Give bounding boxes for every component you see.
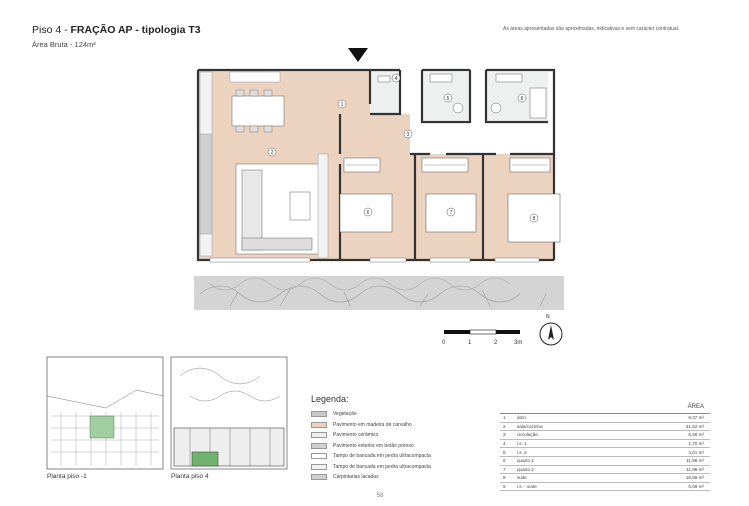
room-number-8: 8 [533,216,536,222]
kitchen-counter [199,71,281,257]
legend-swatch [311,421,327,428]
legend-swatch [311,453,327,459]
key-plan-right-caption: Planta piso 4 [171,473,209,480]
legend-title: Legenda: [311,394,349,404]
area-table-header: ÁREA [500,404,710,414]
key-plan-left-caption: Planta piso -1 [47,473,87,480]
room-number-2: 2 [271,150,274,156]
north-label: N [546,314,550,320]
table-row: 2 sala/cozinha 41,52 m² [500,423,710,432]
legend-item: Carpintarias lacadas [311,473,379,481]
scale-tick-2: 2 [494,340,498,346]
legend-item: Pavimento cerâmico [311,431,378,439]
bathroom-fixtures [377,73,547,119]
beds [339,193,561,243]
legend-label: Vegetação [333,411,357,417]
table-row: 3 circulação 6,48 m² [500,431,710,440]
area-cell-area: 1,70 m² [688,441,704,447]
table-row: 1 átrio 8,37 m² [500,414,710,423]
area-cell-name: i.s. 2 [517,449,527,455]
area-cell-name: circulação [517,432,538,438]
area-cell-n: 6 [503,458,506,464]
walls [196,68,556,262]
area-cell-area: 4,01 m² [688,449,704,455]
scale-tick-0: 0 [442,340,446,346]
legend-swatch [311,463,327,470]
area-cell-area: 41,52 m² [685,423,704,429]
wardrobes [343,157,551,173]
area-cell-name: suite [517,475,527,481]
vegetation-band [194,276,564,310]
floor-plan: 1 2 3 4 5 6 7 8 9 [194,48,564,310]
windows [209,257,540,263]
room-number-1: 1 [341,102,344,108]
area-cell-n: 7 [503,466,506,472]
legend-swatch [311,474,327,480]
area-cell-area: 6,09 m² [688,484,704,490]
key-plan-level-minus-1 [46,356,164,470]
area-cell-n: 9 [503,484,506,490]
disclaimer-note: As áreas apresentadas são aproximadas, i… [503,26,680,32]
table-row: 7 quarto 2 11,96 m² [500,466,710,475]
area-cell-n: 3 [503,432,506,438]
scale-bar [444,329,520,335]
scale-tick-3m: 3m [514,340,523,346]
area-cell-n: 1 [503,415,506,421]
area-cell-n: 2 [503,423,506,429]
table-row: 9 i.s. - suite 6,09 m² [500,483,710,492]
area-cell-area: 11,96 m² [686,466,704,472]
legend-label: Tampo de bancada em pedra ultracompacta [333,453,431,459]
area-cell-n: 8 [503,475,506,481]
legend-swatch [311,442,327,449]
area-table: ÁREA 1 átrio 8,37 m² 2 sala/cozinha 41,52 m² 3… [500,404,710,492]
area-cell-name: i.s. - suite [517,484,537,490]
legend-label: Pavimento exterior em betão poroso [333,442,414,449]
legend-swatch [311,432,327,438]
living-furniture [235,153,329,259]
area-cell-name: quarto 2 [517,466,534,472]
page-number: 58 [376,493,384,499]
legend-item: Tampo de bancada em pedra ultracompacta [311,452,431,460]
area-cell-n: 4 [503,441,506,447]
scale-tick-1: 1 [468,340,472,346]
table-row: 5 i.s. 2 4,01 m² [500,448,710,457]
table-row: 4 i.s. 1 1,70 m² [500,440,710,449]
legend-item: Pavimento exterior em betão poroso [311,442,414,450]
dining-table [231,89,285,133]
legend-label: Tampo de bancada em pedra ultracompacta [333,463,431,470]
room-number-5: 5 [447,96,450,102]
area-cell-name: átrio [517,415,526,421]
room-number-3: 3 [407,132,410,138]
legend-item: Pavimento em madeira de carvalho [311,421,412,429]
room-number-6: 6 [367,210,370,216]
legend-label: Pavimento cerâmico [333,432,379,438]
area-cell-area: 16,86 m² [685,475,704,481]
area-cell-n: 5 [503,449,506,455]
area-cell-area: 6,48 m² [688,432,704,438]
room-number-7: 7 [450,210,453,216]
area-cell-name: sala/cozinha [517,423,543,429]
legend-item: Tampo de bancada em pedra ultracompacta [311,463,431,471]
area-cell-area: 8,37 m² [688,415,704,421]
area-cell-area: 11,96 m² [686,458,704,464]
legend-label: Carpintarias lacadas [333,474,379,480]
north-arrow-icon [539,322,563,346]
room-number-9: 9 [521,96,524,102]
legend-item: Vegetação [311,410,357,418]
gross-area-subtitle: Área Bruta - 124m² [32,40,96,49]
page-title: Piso 4 - FRAÇÃO AP - tipologia T3 [32,24,201,36]
area-cell-name: quarto 1 [517,458,534,464]
area-cell-name: i.s. 1 [517,441,527,447]
room-number-4: 4 [395,76,398,82]
table-row: 6 quarto 1 11,96 m² [500,457,710,466]
legend-swatch [311,411,327,417]
entrance-arrow-icon [348,48,368,62]
key-plan-level-4 [170,356,288,470]
legend-label: Pavimento em madeira de carvalho [333,421,412,428]
table-row: 8 suite 16,86 m² [500,474,710,483]
